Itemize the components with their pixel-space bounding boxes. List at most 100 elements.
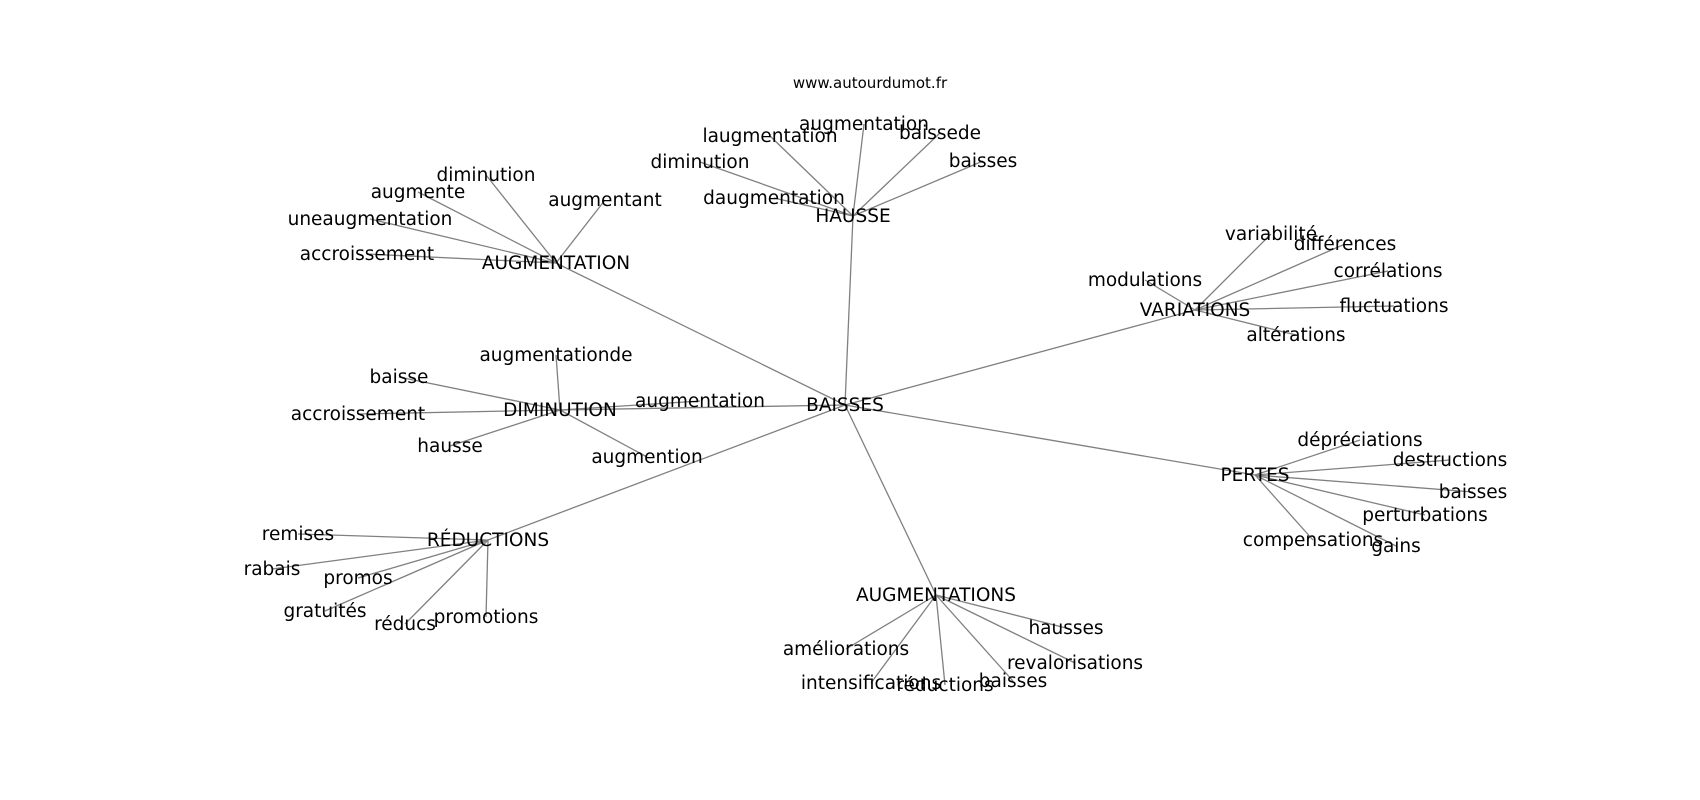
leaf-node-label: fluctuations <box>1340 296 1449 317</box>
edge-hub-to-leaf <box>852 132 941 217</box>
edge-hub-to-leaf <box>1254 439 1361 476</box>
leaf-node-label: hausse <box>417 436 482 457</box>
graph-labels: www.autourdumot.fr BAISSES HAUSSE augment… <box>244 74 1508 696</box>
edge-hub-to-leaf <box>449 409 561 447</box>
leaf-node-label: augmente <box>371 182 466 203</box>
leaf-node-label: revalorisations <box>1007 653 1143 674</box>
leaf-node-label: améliorations <box>783 639 909 660</box>
edge-hub-to-leaf <box>1194 233 1272 311</box>
edge-center-to-hub <box>844 404 1256 476</box>
edge-hub-to-leaf <box>1254 474 1397 547</box>
edge-hub-to-leaf <box>935 594 1067 629</box>
hub-node-label: AUGMENTATION <box>482 253 630 274</box>
leaf-node-label: modulations <box>1088 270 1202 291</box>
edge-hub-to-leaf <box>1194 243 1346 311</box>
edge-hub-to-leaf <box>699 161 854 217</box>
edge-hub-to-leaf <box>935 594 1014 682</box>
leaf-node-label: daugmentation <box>703 188 845 209</box>
edge-center-to-hub <box>559 404 846 411</box>
edge-hub-to-leaf <box>769 135 854 217</box>
leaf-node-label: uneaugmentation <box>288 209 453 230</box>
edge-center-to-hub <box>844 404 937 596</box>
leaf-node-label: différences <box>1294 234 1397 255</box>
edge-hub-to-leaf <box>555 199 606 264</box>
edge-hub-to-leaf <box>555 354 561 411</box>
leaf-node-label: accroissement <box>300 244 434 265</box>
leaf-node-label: baisses <box>1439 482 1508 503</box>
edge-hub-to-leaf <box>398 376 561 411</box>
leaf-node-label: dépréciations <box>1297 430 1422 451</box>
leaf-node-label: hausses <box>1028 618 1103 639</box>
edge-hub-to-leaf <box>870 594 937 684</box>
hub-node-label: VARIATIONS <box>1140 300 1251 321</box>
leaf-node-label: rabais <box>244 559 301 580</box>
leaf-node-label: variabilité <box>1225 224 1317 245</box>
hub-node-label: RÉDUCTIONS <box>427 529 549 551</box>
hub-node-label: PERTES <box>1220 465 1289 486</box>
edge-hub-to-leaf <box>1254 474 1474 493</box>
edge-hub-to-leaf <box>559 400 701 411</box>
edge-hub-to-leaf <box>366 253 557 264</box>
edge-hub-to-leaf <box>852 123 865 217</box>
leaf-node-label: remises <box>262 524 334 545</box>
edge-center-to-hub <box>844 215 854 406</box>
edge-hub-to-leaf <box>1194 309 1297 336</box>
edge-hub-to-leaf <box>369 218 557 264</box>
edge-center-to-hub <box>487 404 846 541</box>
leaf-node-label: réductions <box>896 675 993 696</box>
leaf-node-label: augmention <box>591 447 702 468</box>
edge-hub-to-leaf <box>845 594 937 650</box>
leaf-node-label: gains <box>1371 536 1421 557</box>
edge-center-to-hub <box>555 262 846 406</box>
leaf-node-label: augmentation <box>799 114 929 135</box>
leaf-node-label: laugmentation <box>702 126 837 147</box>
edge-hub-to-leaf <box>324 539 489 612</box>
edge-hub-to-leaf <box>297 533 489 541</box>
edge-hub-to-leaf <box>357 539 489 579</box>
leaf-node-label: diminution <box>651 152 750 173</box>
leaf-node-label: corrélations <box>1334 261 1443 282</box>
edge-hub-to-leaf <box>271 539 489 570</box>
edge-hub-to-leaf <box>1254 459 1451 476</box>
edge-hub-to-leaf <box>559 409 648 458</box>
leaf-node-label: promotions <box>434 607 539 628</box>
edge-hub-to-leaf <box>1144 279 1196 311</box>
edge-hub-to-leaf <box>1254 474 1314 541</box>
leaf-node-label: promos <box>323 568 392 589</box>
edge-hub-to-leaf <box>935 594 1076 664</box>
edge-hub-to-leaf <box>935 594 946 686</box>
edge-hub-to-leaf <box>1254 474 1426 516</box>
leaf-node-label: diminution <box>437 165 536 186</box>
leaf-node-label: accroissement <box>291 404 425 425</box>
leaf-node-label: baisses <box>979 671 1048 692</box>
edge-hub-to-leaf <box>1194 305 1395 311</box>
leaf-node-label: destructions <box>1393 450 1508 471</box>
edge-hub-to-leaf <box>357 409 561 415</box>
edge-center-to-hub <box>844 309 1196 406</box>
edge-hub-to-leaf <box>485 539 489 618</box>
leaf-node-label: baisse <box>370 367 429 388</box>
leaf-node-label: intensifications <box>801 673 941 694</box>
leaf-node-label: compensations <box>1243 530 1383 551</box>
edge-hub-to-leaf <box>1194 270 1389 311</box>
edge-hub-to-leaf <box>404 539 489 625</box>
edge-hub-to-leaf <box>417 191 557 264</box>
leaf-node-label: réducs <box>374 614 436 635</box>
leaf-node-label: perturbations <box>1362 505 1487 526</box>
hub-node-label: DIMINUTION <box>503 400 617 421</box>
hub-node-label: HAUSSE <box>815 206 890 227</box>
graph-edges <box>271 123 1474 686</box>
leaf-node-label: augmentant <box>548 190 662 211</box>
edge-hub-to-leaf <box>773 197 854 217</box>
edge-hub-to-leaf <box>852 160 984 217</box>
leaf-node-label: augmentation <box>635 391 765 412</box>
hub-node-label: AUGMENTATIONS <box>856 585 1016 606</box>
leaf-node-label: baisses <box>949 151 1018 172</box>
leaf-node-label: augmentationde <box>479 345 632 366</box>
leaf-node-label: baissede <box>899 123 981 144</box>
leaf-node-label: altérations <box>1246 325 1345 346</box>
source-label: www.autourdumot.fr <box>793 74 948 92</box>
center-node-label: BAISSES <box>806 395 884 416</box>
leaf-node-label: gratuités <box>283 601 366 622</box>
